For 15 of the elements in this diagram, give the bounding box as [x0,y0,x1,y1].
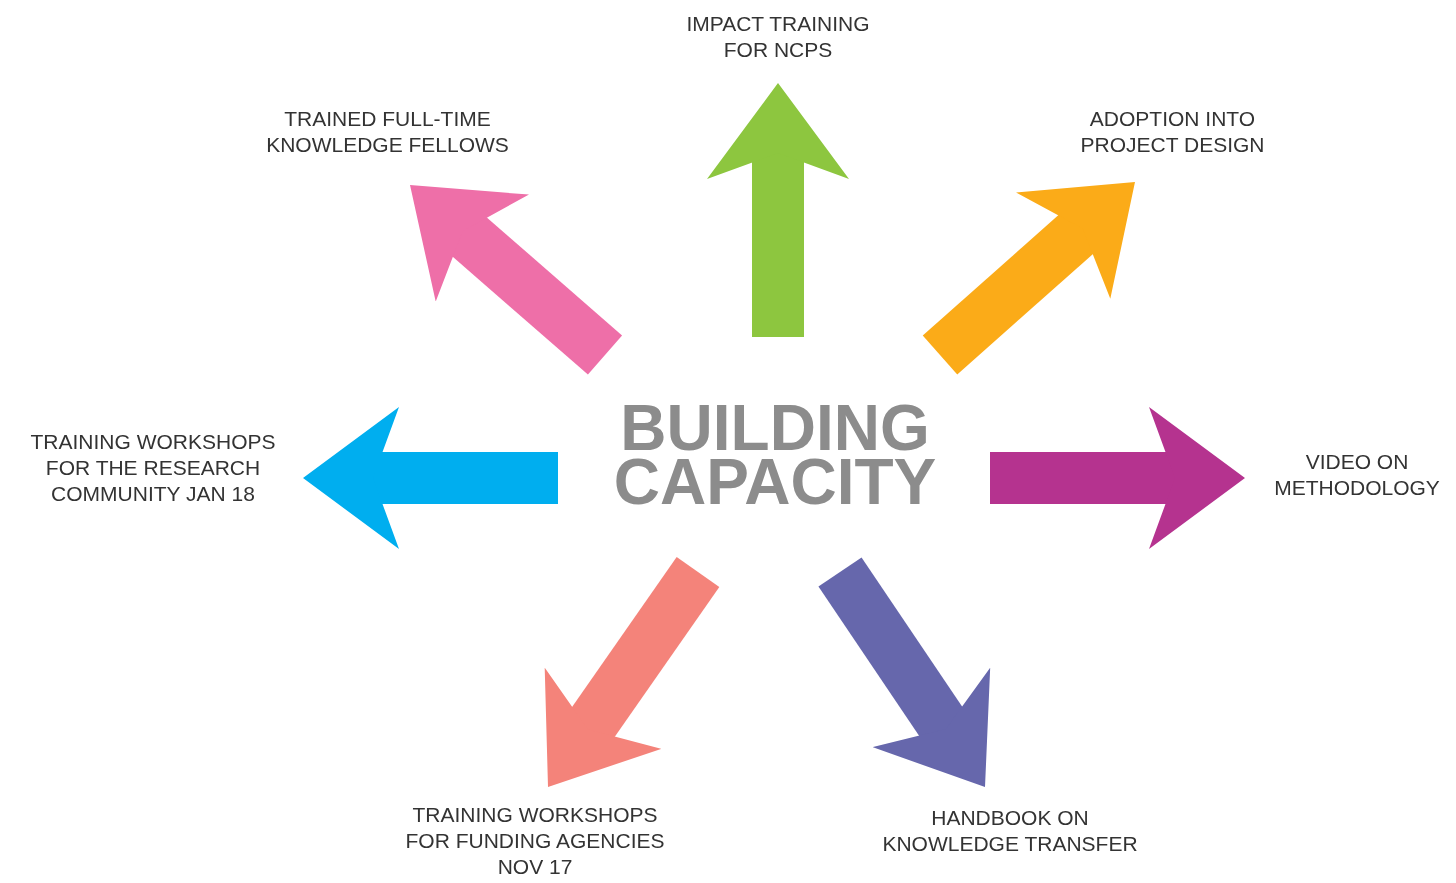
outcome-label: TRAINED FULL-TIME KNOWLEDGE FELLOWS [265,106,510,158]
arrow [544,557,720,787]
arrow [818,557,991,787]
outcome-label: TRAINING WORKSHOPS FOR FUNDING AGENCIES NOV 17 [404,802,666,880]
outcome-label: HANDBOOK ON KNOWLEDGE TRANSFER [881,805,1139,857]
central-title: BUILDING CAPACITY [612,401,938,509]
outcome-label: VIDEO ON METHODOLOGY [1273,449,1441,501]
arrow [410,185,623,375]
arrow [707,83,849,337]
outcome-label: ADOPTION INTO PROJECT DESIGN [1079,106,1266,158]
outcome-label: IMPACT TRAINING FOR NCPS [685,11,871,63]
arrow [990,407,1245,549]
arrow [303,407,558,549]
arrow [922,182,1135,375]
outcome-label: TRAINING WORKSHOPS FOR THE RESEARCH COMMUNITY JAN 18 [29,429,277,507]
